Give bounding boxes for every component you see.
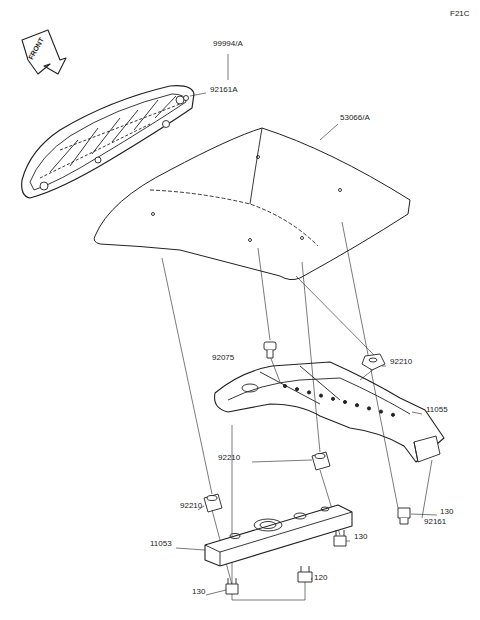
callout-number: 11055: [426, 406, 448, 414]
hole: [331, 397, 334, 400]
hole: [283, 384, 286, 387]
hole: [319, 394, 322, 397]
hole: [355, 404, 358, 407]
callout-number: 92210: [180, 502, 202, 510]
callout-number: 92161: [424, 518, 446, 526]
callout-number: 130: [440, 508, 453, 516]
callout-number: 130: [192, 588, 205, 596]
hole: [379, 410, 382, 413]
assembly-leader-lines: [162, 222, 398, 600]
callout-number: 130: [354, 533, 367, 541]
hole: [307, 391, 310, 394]
hole: [391, 413, 394, 416]
callout-number: 11053: [150, 540, 172, 548]
callout-number: 92210: [390, 358, 412, 366]
seat-cowl: [22, 86, 194, 198]
callout-number: 99994/A: [213, 40, 243, 48]
label-leaders: [176, 54, 437, 595]
bracket-holes: [283, 384, 394, 416]
callout-number: 92075: [212, 354, 234, 362]
hole: [343, 400, 346, 403]
callout-number: 120: [314, 574, 327, 582]
grommet: [204, 354, 385, 512]
hole: [367, 407, 370, 410]
seat-cover: [94, 128, 410, 280]
hole: [295, 388, 298, 391]
callout-number: 92210: [218, 454, 240, 462]
callout-number: 92161A: [210, 86, 238, 94]
bracket-11055: [215, 362, 444, 462]
bracket-11053: [205, 505, 352, 566]
callout-number: 53066/A: [340, 114, 370, 122]
rubber-damper: [414, 436, 440, 462]
bolt: [226, 342, 410, 594]
front-arrow-icon: [22, 30, 66, 74]
callout-number: F21C: [450, 10, 470, 18]
